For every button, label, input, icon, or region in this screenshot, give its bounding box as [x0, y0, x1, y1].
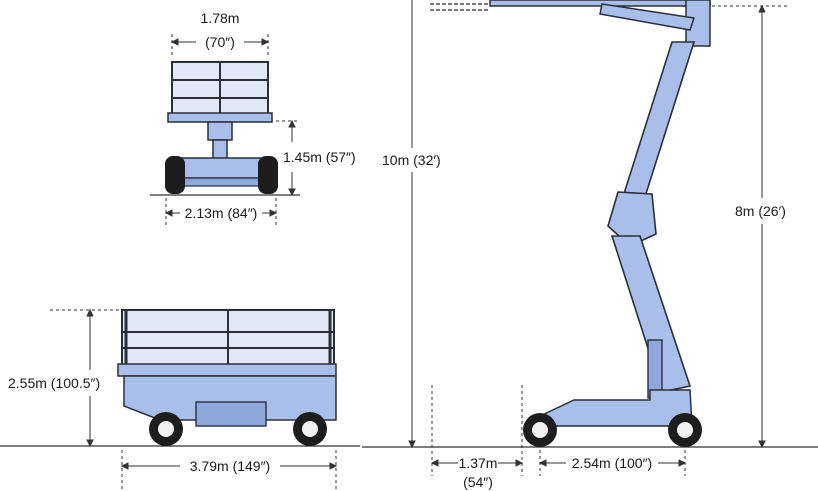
front-guardrail	[171, 61, 269, 118]
side-view	[0, 309, 360, 447]
front-stowed-height-label: 1.45m (57″)	[283, 149, 356, 165]
front-chassis	[171, 157, 269, 179]
side-guardrail	[121, 309, 335, 369]
front-view	[150, 61, 300, 196]
boom-knuckle	[607, 191, 657, 247]
front-right-wheel	[258, 156, 278, 194]
side-rear-wheel	[149, 412, 183, 446]
boom-view-dimensions	[408, 0, 790, 476]
side-battery-tray	[195, 401, 267, 427]
front-view-labels: 1.78m (70″) 1.45m (57″) 2.13m (84″)	[185, 10, 356, 221]
side-view-labels: 2.55m (100.5″) 3.79m (149″)	[8, 375, 270, 474]
boom-view	[362, 0, 818, 448]
boom-view-labels: 10m (32′) 8m (26′) 1.37m (54″) 2.54m (10…	[382, 152, 786, 490]
side-view-dimensions	[50, 308, 338, 490]
front-platform-width-label: 1.78m	[201, 10, 240, 26]
boom-wheelbase-label: 2.54m (100″)	[572, 455, 652, 471]
boom-chassis	[539, 389, 693, 427]
boom-front-wheel	[668, 413, 702, 447]
front-mast	[207, 121, 233, 141]
boom-jib	[599, 3, 695, 31]
front-platform-width-imperial-label: (70″)	[205, 34, 235, 50]
side-front-wheel	[293, 412, 327, 446]
front-platform-deck	[167, 112, 273, 123]
side-platform-deck	[117, 363, 337, 377]
boom-front-overhang-label: 1.37m	[459, 455, 498, 471]
side-overall-length-label: 3.79m (149″)	[190, 458, 270, 474]
boom-lower-arm	[610, 235, 692, 393]
side-overall-height-label: 2.55m (100.5″)	[8, 375, 100, 391]
boom-rear-wheel	[523, 413, 557, 447]
front-left-wheel	[165, 156, 185, 194]
boom-max-height-label: 10m (32′)	[382, 152, 441, 168]
boom-upper-arm	[620, 41, 696, 201]
boom-front-overhang-imperial-label: (54″)	[463, 474, 493, 490]
boom-platform-height-label: 8m (26′)	[735, 203, 786, 219]
front-view-dimensions	[164, 34, 300, 228]
front-wheelbase-width-label: 2.13m (84″)	[185, 205, 258, 221]
